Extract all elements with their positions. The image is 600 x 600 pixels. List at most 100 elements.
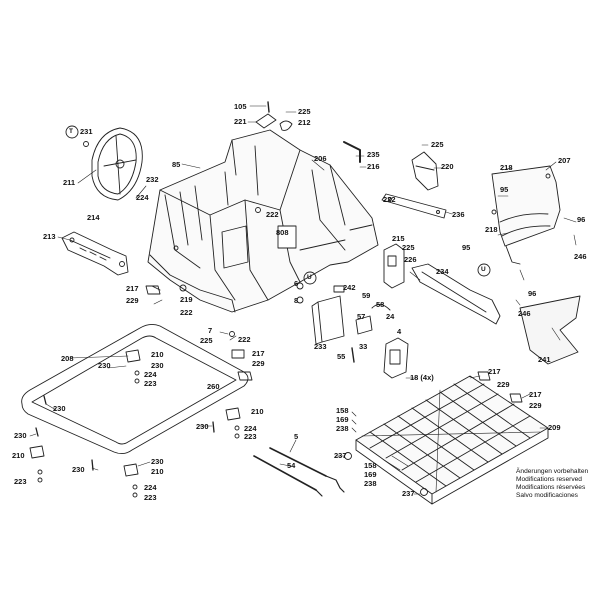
part-label: 211 [63, 178, 76, 187]
part-label: 215 [392, 234, 405, 243]
part-label: 169 [364, 470, 377, 479]
part-label: 169 [336, 415, 349, 424]
part-label: 210 [251, 407, 264, 416]
part-label: 260 [207, 382, 220, 391]
part-label: 230 [98, 361, 111, 370]
part-label: 225 [431, 140, 444, 149]
part-label: 59 [362, 291, 371, 300]
part-label: 217 [529, 390, 542, 399]
part-label: 229 [252, 359, 265, 368]
part-label: 221 [234, 117, 247, 126]
base-housing [147, 129, 379, 313]
part-label: 246 [518, 309, 531, 318]
part-label: 217 [488, 367, 501, 376]
part-label: 105 [234, 102, 247, 111]
part-label: 54 [287, 461, 296, 470]
part-label: 222 [266, 210, 279, 219]
part-label: 230 [72, 465, 85, 474]
guard-wheel [91, 127, 143, 201]
modifications-disclaimer: Änderungen vorbehalten Modifications res… [516, 468, 588, 500]
part-label: 158 [336, 406, 349, 415]
disclaimer-es: Salvo modificaciones [516, 492, 578, 499]
cover-plate [519, 295, 581, 365]
u-marker-circle-1 [303, 271, 317, 285]
part-label: 218 [500, 163, 513, 172]
part-label: 24 [386, 312, 395, 321]
rail-236 [381, 193, 447, 219]
t-marker-circle [65, 125, 79, 139]
part-label: 223 [14, 477, 27, 486]
allen-key [343, 141, 361, 163]
part-label: 7 [208, 326, 213, 335]
part-label: 223 [144, 493, 157, 502]
top-clamp [255, 101, 293, 131]
part-label: 230 [196, 422, 209, 431]
part-label: 229 [529, 401, 542, 410]
part-label: 209 [548, 423, 561, 432]
part-label: 234 [436, 267, 449, 276]
part-label: 246 [574, 252, 587, 261]
part-label: 33 [359, 342, 368, 351]
part-label: 230 [151, 361, 164, 370]
part-label: 224 [244, 424, 257, 433]
part-label: 6 [294, 279, 299, 288]
part-label: 229 [497, 380, 510, 389]
knobs [344, 452, 428, 496]
part-label: 210 [151, 350, 164, 359]
part-label: 207 [558, 156, 571, 165]
part-label: 212 [298, 118, 311, 127]
part-label: 222 [383, 195, 396, 204]
part-label: 232 [146, 175, 159, 184]
part-label: 242 [343, 283, 356, 292]
part-label: 217 [126, 284, 139, 293]
part-label: 217 [252, 349, 265, 358]
part-label: 808 [276, 228, 289, 237]
part-label: 4 [397, 327, 402, 336]
part-label: 238 [364, 479, 377, 488]
part-label: 96 [577, 215, 586, 224]
part-label: 225 [402, 243, 415, 252]
part-label: 222 [238, 335, 251, 344]
part-label: 216 [367, 162, 380, 171]
part-label: 225 [298, 107, 311, 116]
arm-234 [411, 263, 501, 325]
part-label: 18 (4x) [410, 373, 434, 382]
part-label: 226 [404, 255, 417, 264]
part-label: 236 [452, 210, 465, 219]
disclaimer-de: Änderungen vorbehalten [516, 468, 589, 475]
part-label: 8 [294, 296, 299, 305]
part-label: 224 [144, 483, 157, 492]
leader-lines [29, 105, 577, 495]
part-label: 210 [151, 467, 164, 476]
small-fasteners [145, 282, 355, 363]
part-label: 222 [180, 308, 193, 317]
u-marker-1: U [307, 274, 312, 281]
part-label: 229 [126, 296, 139, 305]
part-label: 220 [441, 162, 454, 171]
part-label: 241 [538, 355, 551, 364]
electrical-box [311, 295, 409, 379]
part-label: 95 [500, 185, 509, 194]
u-marker-circle-2 [477, 263, 491, 277]
nut-231 [83, 141, 89, 147]
disclaimer-en: Modifications reserved [516, 476, 582, 483]
stand-frame [21, 323, 249, 455]
right-washers [151, 285, 523, 403]
part-label: 210 [12, 451, 25, 460]
part-label: 237 [402, 489, 415, 498]
part-label: 58 [376, 300, 385, 309]
left-bracket [61, 231, 129, 276]
part-label: 224 [136, 193, 149, 202]
part-label: 233 [314, 342, 327, 351]
part-label: 96 [528, 289, 537, 298]
part-label: 5 [294, 432, 299, 441]
shafts [253, 447, 345, 497]
part-label: 95 [462, 243, 471, 252]
part-label: 85 [172, 160, 181, 169]
side-panel [491, 165, 561, 265]
part-label: 230 [151, 457, 164, 466]
part-label: 230 [14, 431, 27, 440]
part-label: 219 [180, 295, 193, 304]
